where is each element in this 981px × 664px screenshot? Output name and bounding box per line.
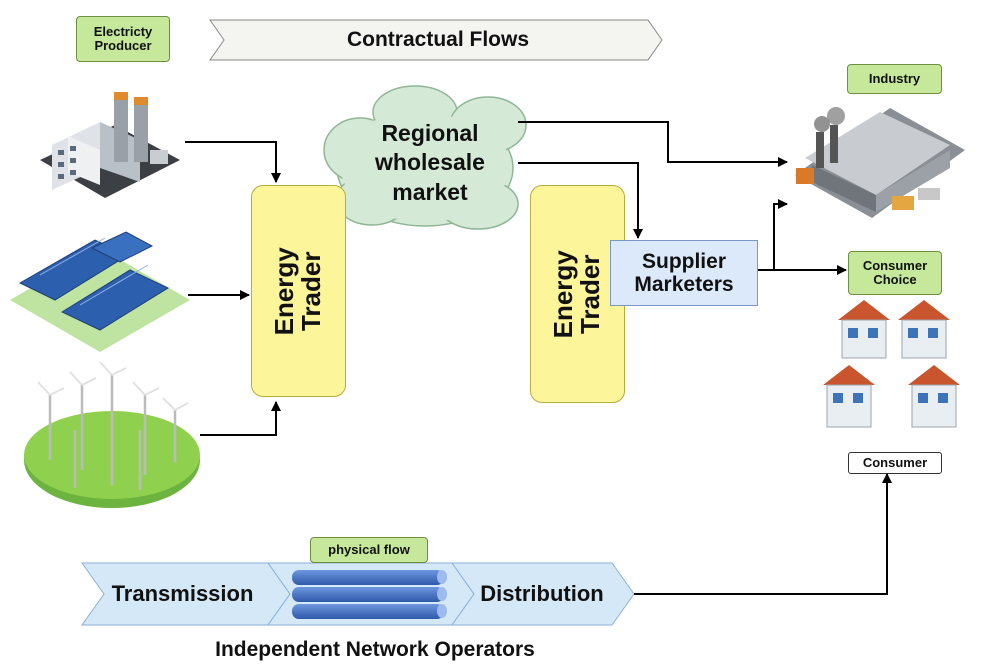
pipes-icon (292, 570, 447, 619)
wind-farm-icon (24, 361, 200, 508)
arrow-supplier-to-industry (773, 199, 788, 270)
contractual-flows-label: Contractual Flows (346, 28, 530, 52)
contractual-flows-banner (209, 19, 663, 61)
energy-trader-left: Energy Trader (251, 185, 346, 397)
energy-trader-left-label: Energy Trader (269, 246, 327, 336)
energy-trader-right: Energy Trader (530, 185, 625, 403)
houses-icon (823, 300, 960, 428)
operators-label: Independent Network Operators (215, 638, 535, 662)
physical-flow-label: physical flow (310, 537, 428, 563)
producer-label: Electricty Producer (76, 16, 170, 62)
consumer-label: Consumer (848, 452, 942, 474)
consumer-choice-label: Consumer Choice (848, 251, 942, 295)
factory-icon (795, 107, 965, 218)
distribution-label: Distribution (480, 580, 604, 606)
arrow-market-to-supplier (518, 162, 643, 239)
solar-panels-icon (10, 231, 190, 352)
industry-label: Industry (847, 64, 942, 94)
arrow-wind-to-trader (200, 401, 281, 436)
energy-trader-right-label: Energy Trader (548, 249, 606, 339)
market-label: Regional wholesale market (375, 119, 485, 205)
supplier-marketers-box: Supplier Marketers (610, 240, 758, 306)
arrow-distribution-to-consumer (634, 473, 892, 595)
market-cloud (323, 85, 527, 230)
arrow-plant-to-trader (185, 141, 281, 183)
power-plant-icon (40, 92, 180, 198)
distribution-chevron (451, 562, 635, 626)
arrow-market-to-industry (518, 121, 788, 167)
transmission-label: Transmission (111, 580, 254, 606)
